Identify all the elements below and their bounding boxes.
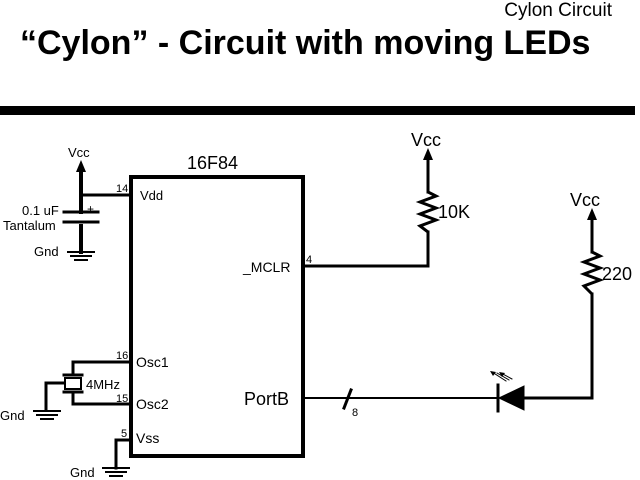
- vcc-cap-net: [79, 170, 133, 254]
- crystal-value: 4MHz: [86, 377, 120, 392]
- pin-number-mclr: 4: [306, 254, 312, 266]
- ground-icon: [67, 251, 95, 261]
- crystal-net: [44, 360, 133, 412]
- capacitor-symbol: [62, 210, 100, 224]
- pin-number-vdd: 14: [116, 183, 128, 195]
- gnd-label: Gnd: [0, 408, 25, 423]
- chip-body: [129, 175, 305, 458]
- title-divider: [0, 106, 635, 115]
- slide-title: “Cylon” - Circuit with moving LEDs: [20, 24, 591, 62]
- pin-label-osc1: Osc1: [136, 354, 169, 370]
- resistor-220-value: 220: [602, 264, 632, 284]
- capacitor-value: 0.1 uF: [22, 203, 59, 218]
- ground-icon: [102, 467, 130, 477]
- pin-label-vss: Vss: [136, 430, 159, 446]
- slide-subtitle: Cylon Circuit: [504, 0, 612, 21]
- pin-number-osc1: 16: [116, 350, 128, 362]
- vcc-arrow-icon: [587, 208, 597, 220]
- mclr-net: [301, 158, 430, 268]
- bus-slash-icon: [342, 388, 353, 410]
- led-icon: [490, 371, 525, 413]
- vcc-label: Vcc: [570, 190, 600, 210]
- resistor-10k-icon: [415, 190, 441, 234]
- crystal-icon: [64, 377, 82, 390]
- vcc-label: Vcc: [68, 145, 90, 160]
- vss-net: [114, 438, 133, 470]
- pin-label-osc2: Osc2: [136, 396, 169, 412]
- chip-name: 16F84: [187, 153, 238, 173]
- led-net: [522, 218, 594, 400]
- bus-width-label: 8: [352, 407, 358, 419]
- pin-label-mclr: _MCLR: [242, 259, 290, 275]
- resistor-220-icon: [579, 250, 605, 296]
- gnd-label: Gnd: [70, 465, 95, 480]
- pin-number-vss: 5: [121, 428, 127, 440]
- vcc-arrow-icon: [423, 148, 433, 160]
- capacitor-type: Tantalum: [3, 218, 56, 233]
- pin-label-vdd: Vdd: [140, 188, 163, 203]
- resistor-10k-value: 10K: [438, 202, 470, 222]
- gnd-label: Gnd: [34, 244, 59, 259]
- capacitor-polarity: +: [87, 202, 94, 216]
- pin-number-osc2: 15: [116, 393, 128, 405]
- vcc-label: Vcc: [411, 130, 441, 150]
- pin-label-portb: PortB: [244, 389, 289, 409]
- ground-icon: [33, 410, 61, 420]
- vcc-arrow-icon: [76, 160, 86, 172]
